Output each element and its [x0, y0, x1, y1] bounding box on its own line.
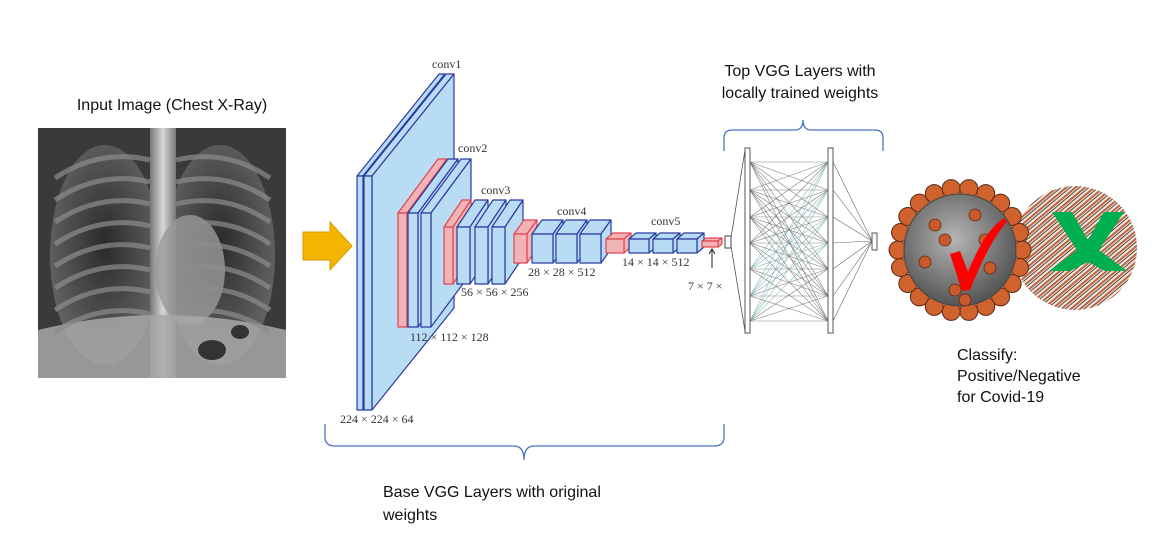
classify-line1: Classify:: [957, 347, 1017, 364]
conv2-label: conv2: [458, 141, 487, 155]
conv3-size: 56 × 56 × 256: [461, 285, 529, 299]
top-layers-line1: Top VGG Layers with: [724, 63, 875, 80]
top-layers-line2: locally trained weights: [722, 85, 879, 102]
conv5-label: conv5: [651, 214, 680, 228]
pool-layer: [701, 237, 723, 248]
vgg-base-layers: [356, 73, 723, 411]
base-layers-line2: weights: [382, 507, 437, 524]
chest-xray-image: [38, 128, 286, 378]
final-size: 7 × 7 ×: [688, 279, 723, 293]
conv1-size: 224 × 224 × 64: [340, 412, 414, 426]
output-layer: [871, 232, 878, 251]
conv3-label: conv3: [481, 183, 510, 197]
base-layers-line1: Base VGG Layers with original: [383, 484, 601, 501]
classify-line2: Positive/Negative: [957, 368, 1081, 385]
conv4-label: conv4: [557, 204, 586, 218]
fully-connected-layers: [724, 147, 878, 334]
conv-layer: [652, 232, 681, 254]
input-arrow-icon: [302, 220, 353, 272]
conv2-size: 112 × 112 × 128: [410, 330, 489, 344]
pool-layer: [605, 232, 632, 254]
conv5-size: 14 × 14 × 512: [622, 255, 690, 269]
base-bracket: [324, 424, 725, 461]
pointer-arrow-icon: [708, 248, 716, 268]
input-image-title: Input Image (Chest X-Ray): [77, 97, 267, 114]
covid-positive-virus-image: [888, 179, 1032, 321]
fc2-layer: [827, 147, 834, 334]
conv4-size: 28 × 28 × 512: [528, 265, 596, 279]
negative-cross-icon: [1049, 212, 1127, 271]
fc1-layer: [744, 147, 751, 334]
positive-check-icon: [950, 218, 1007, 291]
conv-layer: [628, 232, 657, 254]
classify-line3: for Covid-19: [957, 389, 1044, 406]
conv1-label: conv1: [432, 57, 461, 71]
covid-negative-virus-image: [1013, 186, 1137, 310]
flatten-node: [724, 235, 732, 249]
conv-layer: [676, 232, 705, 254]
top-bracket: [723, 119, 884, 151]
